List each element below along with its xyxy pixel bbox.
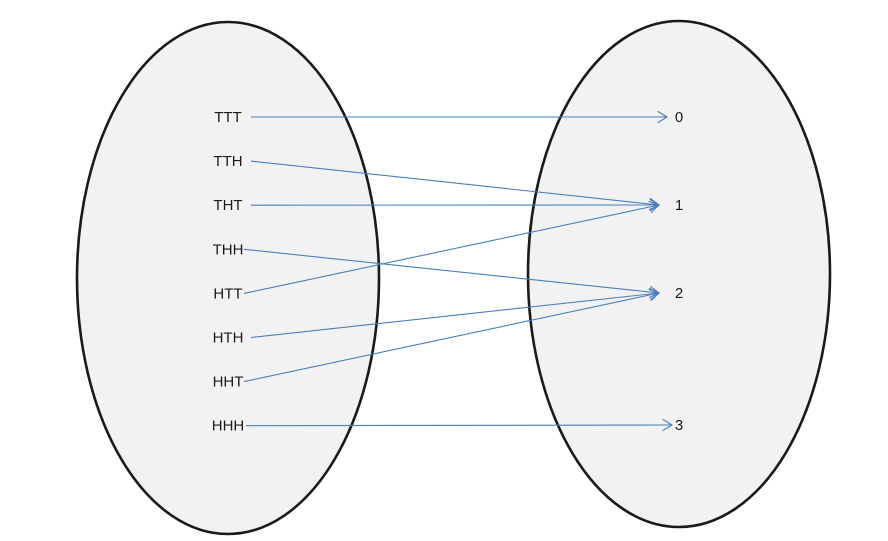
value-label-0: 0	[675, 109, 683, 126]
labels-layer: TTT TTH THT THH HTT HTH HHT HHH 0 1 2 3	[212, 109, 683, 435]
outcome-label-tth: TTH	[213, 153, 242, 170]
arrow-hhh-to-3	[245, 418, 674, 432]
arrow-line	[245, 424, 673, 427]
arrow-line	[243, 204, 660, 294]
arrow-line	[250, 292, 660, 339]
arrow-htt-to-1	[243, 200, 661, 294]
outcome-label-ttt: TTT	[214, 109, 242, 126]
outcome-label-hth: HTH	[213, 330, 244, 347]
value-label-3: 3	[675, 417, 683, 434]
outcome-label-htt: HTT	[213, 285, 242, 302]
arrow-line	[250, 160, 660, 206]
arrow-ttt-to-0	[251, 110, 669, 124]
arrow-head	[648, 288, 661, 301]
outcome-label-tht: THT	[213, 197, 242, 214]
domain-set-oval	[75, 20, 381, 536]
arrow-line	[243, 248, 660, 294]
value-label-1: 1	[675, 197, 683, 214]
arrow-head	[662, 418, 674, 432]
codomain-set-oval	[526, 19, 832, 529]
outcome-label-hhh: HHH	[212, 418, 245, 435]
outcome-label-thh: THH	[213, 241, 244, 258]
arrow-head	[648, 200, 661, 213]
arrow-line	[243, 292, 660, 383]
arrow-head	[657, 110, 669, 124]
value-label-2: 2	[675, 285, 683, 302]
arrow-hht-to-2	[243, 288, 661, 383]
arrows-layer	[243, 110, 674, 432]
outcome-label-hht: HHT	[213, 374, 244, 391]
